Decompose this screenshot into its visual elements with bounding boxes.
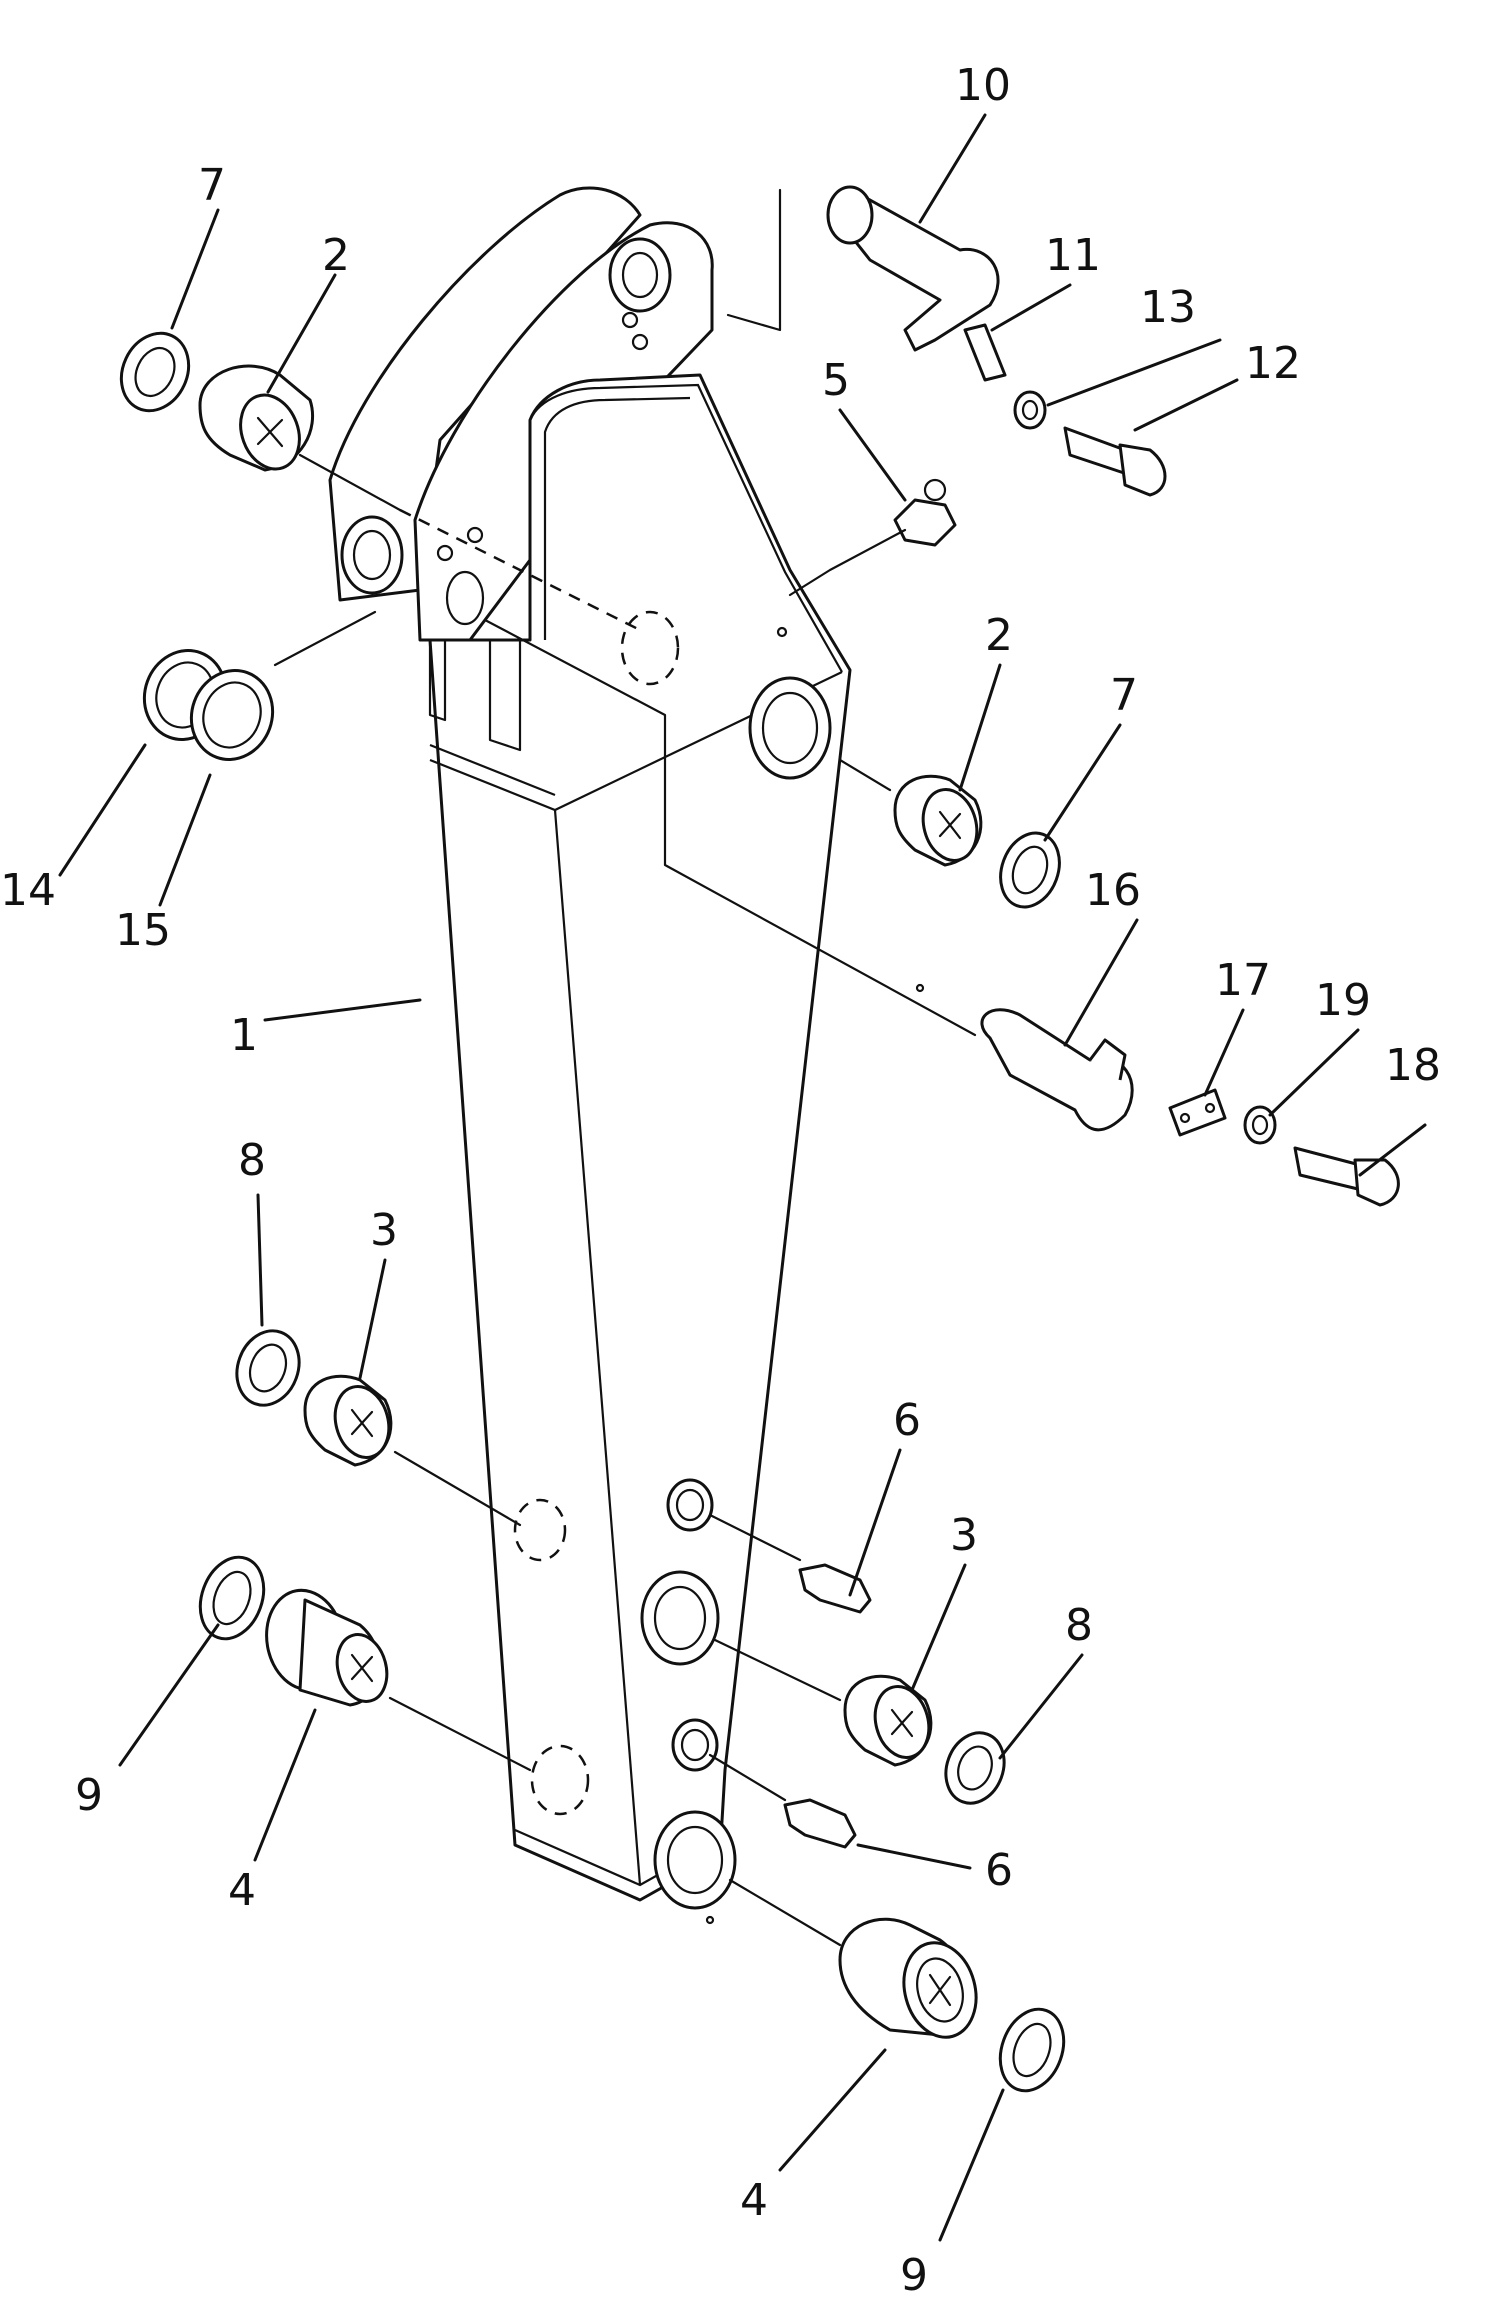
part-19-washer [1243,1105,1277,1145]
part-8-seal-right [944,1731,1006,1805]
part-17-lock-plate [1168,1088,1227,1137]
callout-1: 1 [230,1010,258,1061]
callout-16: 16 [1085,865,1141,916]
part-6-grease-fitting-upper [798,1563,872,1614]
callout-18: 18 [1385,1040,1441,1091]
callout-11: 11 [1045,230,1101,281]
callout-6-lower: 6 [985,1845,1013,1896]
part-10-pin [826,185,1000,352]
callout-15: 15 [115,905,171,956]
part-3-bushing-right [843,1674,933,1767]
leader-lines [58,113,1427,2242]
callout-8-right: 8 [1065,1600,1093,1651]
part-5-grease-fitting [893,478,957,547]
part-7-seal-right [999,831,1061,909]
part-2-bushing-right [893,774,983,867]
callout-10: 10 [955,60,1011,111]
callout-9-left: 9 [75,1770,103,1821]
callout-6-upper: 6 [893,1395,921,1446]
callout-17: 17 [1215,955,1271,1006]
callout-2-top: 2 [322,230,350,281]
callout-7-right: 7 [1110,670,1138,721]
part-3-bushing-left [303,1374,393,1467]
callout-8-left: 8 [238,1135,266,1186]
callout-14: 14 [0,865,56,916]
callout-12: 12 [1245,338,1301,389]
callout-5: 5 [822,355,850,406]
callout-4-right: 4 [740,2175,768,2226]
part-13-washer [1013,390,1047,430]
callout-13: 13 [1140,282,1196,333]
arm-body [328,186,925,1925]
callout-3-right: 3 [950,1510,978,1561]
part-9-seal-right [998,2007,1066,2093]
part-2-bushing-top [198,364,315,472]
part-12-bolt [1063,426,1167,497]
callout-labels: 1 2 2 3 3 4 4 5 6 6 7 7 8 8 9 9 10 11 12… [0,60,1441,2297]
part-7-seal-top [119,331,191,413]
part-16-pin [980,1008,1134,1132]
part-4-bushing-right [838,1917,978,2039]
part-15-shim [189,669,275,761]
callout-9-right: 9 [900,2250,928,2297]
part-4-bushing-left [265,1588,389,1707]
callout-2-right: 2 [985,610,1013,661]
part-11-lock-plate [963,323,1007,382]
part-9-seal-left [198,1555,266,1641]
part-8-seal-left [235,1329,301,1407]
assembly-lines [273,188,977,1947]
callout-19: 19 [1315,975,1371,1026]
callout-4-left: 4 [228,1865,256,1916]
callout-3-left: 3 [370,1205,398,1256]
callout-7-top: 7 [198,160,226,211]
part-6-grease-fitting-lower [783,1798,857,1849]
